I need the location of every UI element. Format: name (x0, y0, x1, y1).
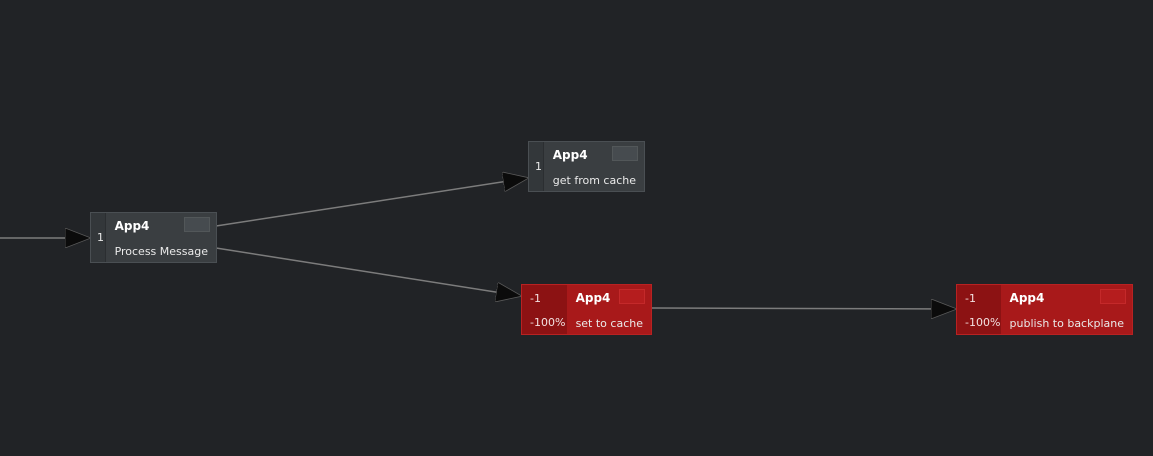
node-app-name: App4 (1009, 291, 1045, 305)
node-count: 1 (529, 142, 544, 191)
node-status-chip (612, 146, 638, 161)
node-count: -1 (530, 292, 541, 305)
node-app-name: App4 (575, 291, 611, 305)
node-publish-to-backplane[interactable]: -1 -100% App4 publish to backplane (956, 284, 1133, 335)
edge-process-message-to-get-from-cache (215, 178, 528, 227)
node-get-from-cache[interactable]: 1 App4 get from cache (528, 141, 645, 192)
node-label: publish to backplane (1009, 317, 1124, 330)
node-percent: -100% (965, 316, 1001, 329)
node-label: Process Message (114, 245, 208, 258)
node-status-chip (184, 217, 210, 232)
node-app-name: App4 (552, 148, 588, 162)
edge-set-to-cache-to-publish-to-backplane (651, 308, 956, 309)
node-set-to-cache[interactable]: -1 -100% App4 set to cache (521, 284, 652, 335)
node-app-name: App4 (114, 219, 150, 233)
node-label: set to cache (575, 317, 643, 330)
node-stats: -1 -100% (957, 285, 1001, 334)
node-status-chip (1100, 289, 1126, 304)
node-stats: -1 -100% (522, 285, 567, 334)
node-label: get from cache (552, 174, 636, 187)
node-process-message[interactable]: 1 App4 Process Message (90, 212, 217, 263)
node-status-chip (619, 289, 645, 304)
node-count: -1 (965, 292, 976, 305)
node-percent: -100% (530, 316, 566, 329)
edge-process-message-to-set-to-cache (215, 247, 521, 296)
node-count: 1 (91, 213, 106, 262)
